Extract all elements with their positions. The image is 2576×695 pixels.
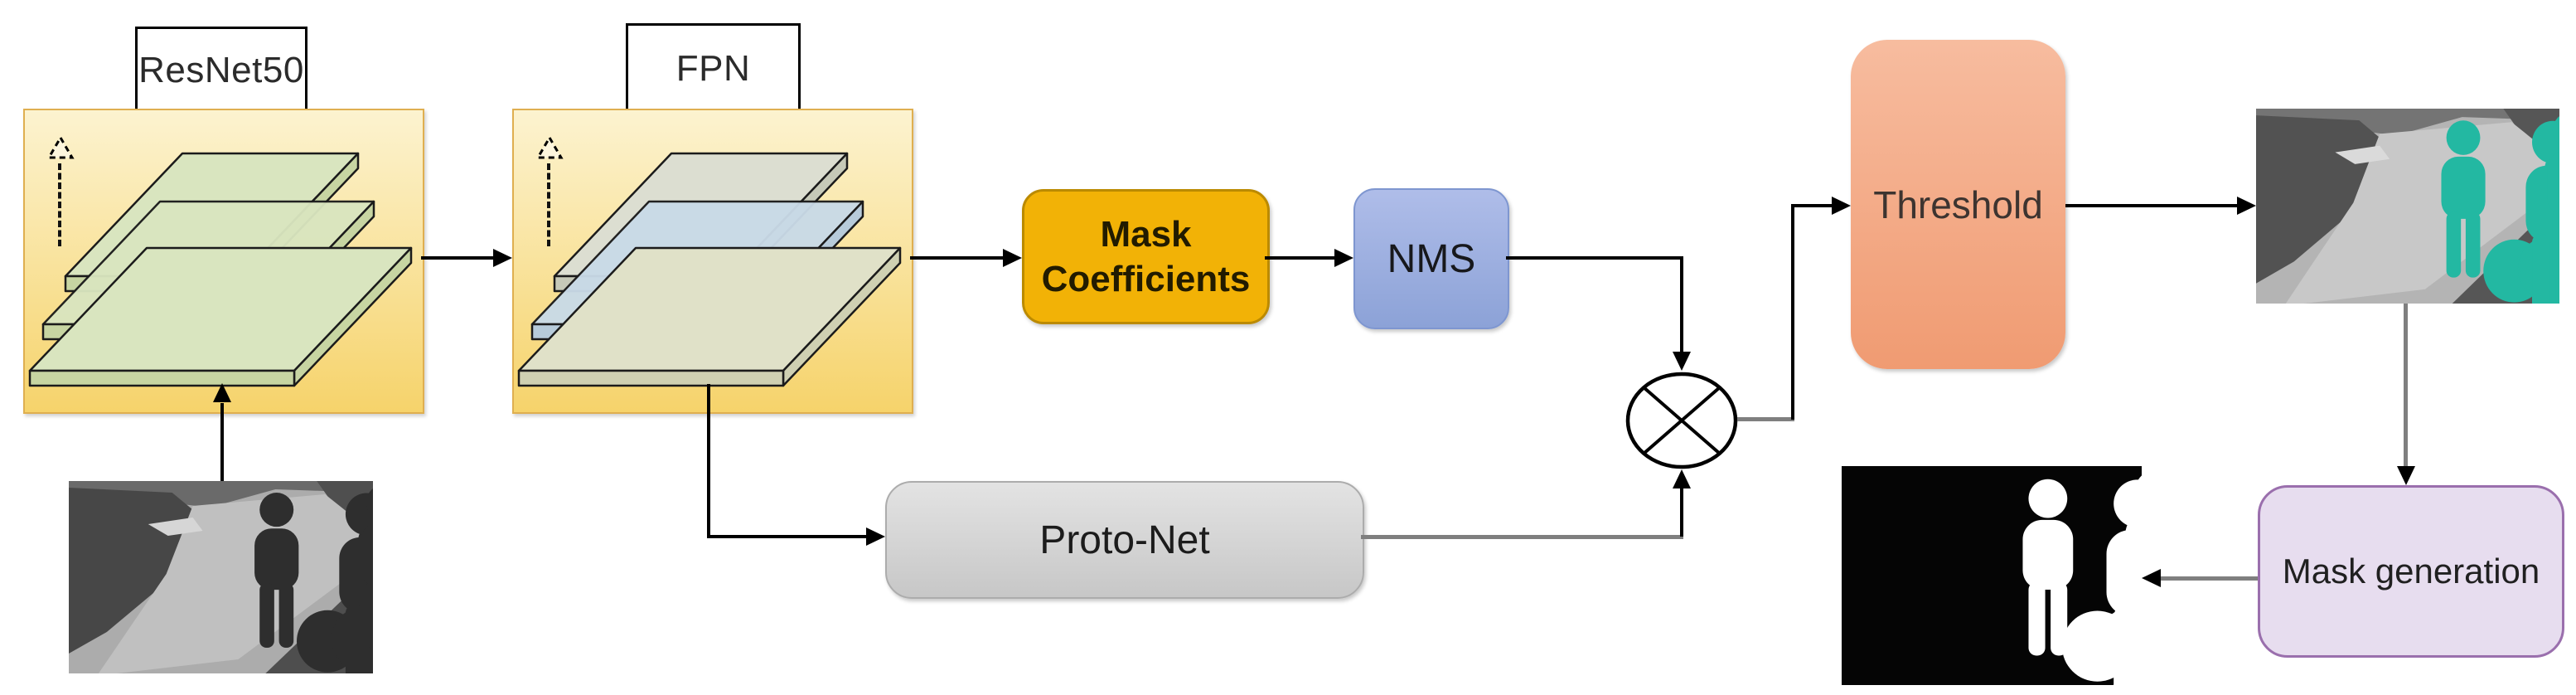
resnet-to-fpn-line xyxy=(421,256,497,260)
fpn-to-maskcoef-line xyxy=(910,256,1005,260)
input-image xyxy=(69,481,373,673)
resnet-to-fpn-arrowhead xyxy=(493,249,512,267)
nms-elbow-vertical xyxy=(1680,258,1683,354)
resnet50-block xyxy=(23,109,424,414)
mask-coefficients-line2: Coefficients xyxy=(1041,258,1251,299)
fpn-label: FPN xyxy=(675,47,751,89)
proto-to-multiply-arrowhead xyxy=(1673,469,1691,488)
multiply-to-threshold-arrowhead xyxy=(1832,197,1851,215)
multiply-to-threshold-horizontal xyxy=(1793,204,1834,207)
segmented-result-image xyxy=(2256,109,2559,304)
resnet50-label: ResNet50 xyxy=(138,49,304,90)
nms-label: NMS xyxy=(1387,236,1476,281)
threshold-node: Threshold xyxy=(1851,40,2065,369)
threshold-to-result-line xyxy=(2065,204,2239,207)
binary-mask-image xyxy=(1842,466,2142,685)
fpn-label-box: FPN xyxy=(626,23,801,114)
proto-net-node: Proto-Net xyxy=(885,481,1364,599)
resnet-feature-maps xyxy=(28,152,413,387)
fpn-to-maskcoef-arrowhead xyxy=(1003,249,1022,267)
proto-to-multiply-horizontal xyxy=(1361,535,1683,539)
mask-coefficients-line1: Mask xyxy=(1100,213,1192,255)
mask-generation-label: Mask generation xyxy=(2282,552,2540,591)
nms-elbow-horizontal xyxy=(1506,256,1683,260)
fpn-to-proto-arrowhead xyxy=(866,527,885,546)
fpn-to-proto-horizontal xyxy=(707,535,867,538)
maskcoef-to-nms-line xyxy=(1265,256,1338,260)
threshold-to-result-arrowhead xyxy=(2237,197,2256,215)
resnet50-label-box: ResNet50 xyxy=(135,27,307,114)
upsample-arrow-icon xyxy=(535,135,564,159)
input-to-resnet-line xyxy=(220,403,224,481)
proto-to-multiply-vertical xyxy=(1680,488,1683,537)
multiply-to-threshold-vertical xyxy=(1791,204,1794,420)
fpn-down-vertical xyxy=(707,384,710,537)
elementwise-multiply-icon xyxy=(1625,372,1738,469)
nms-to-multiply-arrowhead xyxy=(1673,352,1691,371)
multiply-out-horizontal xyxy=(1737,417,1794,421)
upsample-dashed-line xyxy=(547,163,550,246)
upsample-arrow-icon xyxy=(46,135,75,159)
upsample-dashed-line xyxy=(58,163,61,246)
fpn-block xyxy=(512,109,913,414)
mask-coefficients-node: Mask Coefficients xyxy=(1022,189,1270,324)
result-to-maskgen-line xyxy=(2404,304,2408,469)
maskgen-to-binary-line xyxy=(2160,576,2258,581)
maskcoef-to-nms-arrowhead xyxy=(1334,249,1353,267)
result-to-maskgen-arrowhead xyxy=(2397,466,2415,485)
proto-net-label: Proto-Net xyxy=(1039,518,1210,562)
maskgen-to-binary-arrowhead xyxy=(2142,569,2161,587)
nms-node: NMS xyxy=(1353,188,1509,329)
input-to-resnet-arrowhead xyxy=(213,383,231,402)
mask-generation-node: Mask generation xyxy=(2258,485,2564,658)
threshold-label: Threshold xyxy=(1873,182,2043,226)
fpn-feature-maps xyxy=(517,152,902,387)
